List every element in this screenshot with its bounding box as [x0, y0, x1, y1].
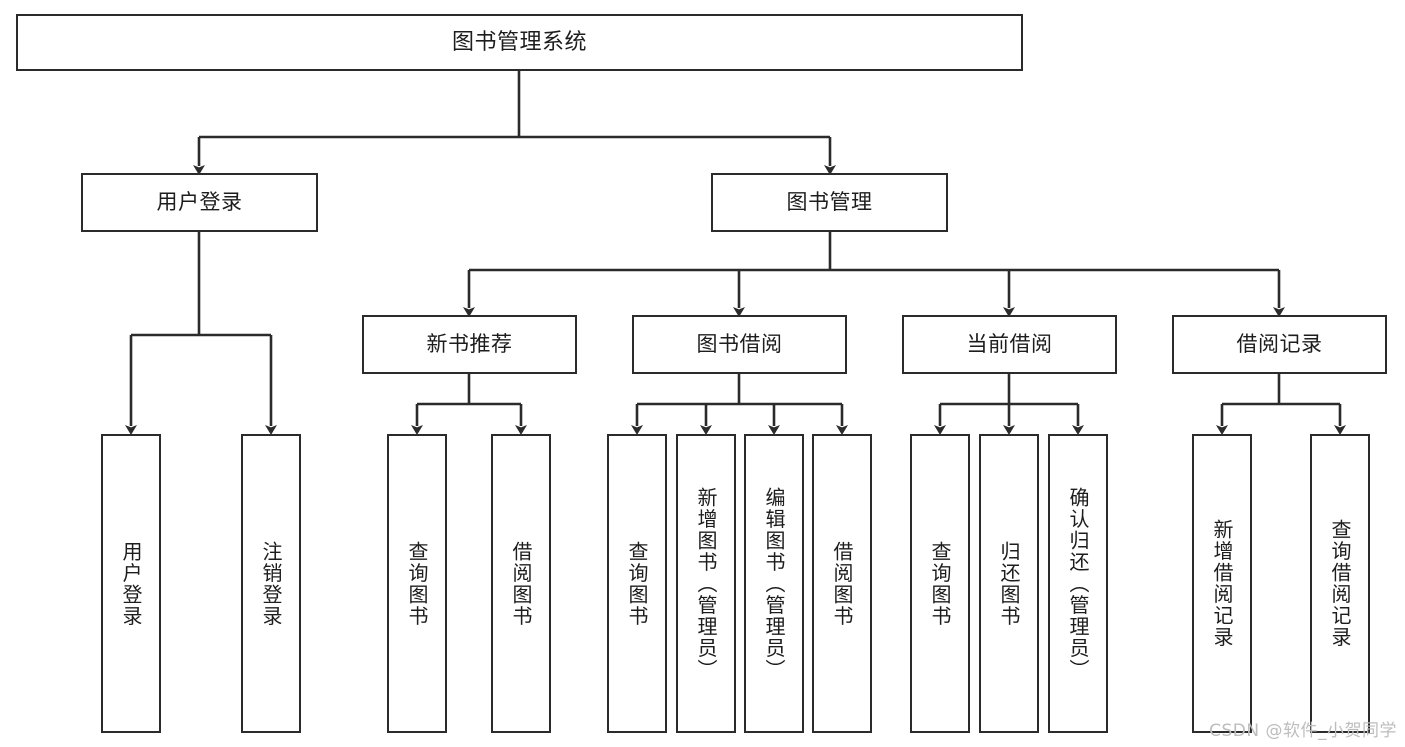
node-label: 查询图书 — [625, 540, 649, 627]
node-user-login[interactable]: 用户登录 — [81, 173, 318, 232]
node-label: 借阅记录 — [1236, 332, 1323, 357]
leaf-query-book-1[interactable]: 查询图书 — [387, 434, 447, 733]
node-label: 新增借阅记录 — [1210, 519, 1234, 648]
node-label: 查询图书 — [405, 540, 429, 627]
leaf-user-logout[interactable]: 注销登录 — [241, 434, 301, 733]
node-label: 新增图书（管理员） — [694, 486, 718, 681]
leaf-query-book-3[interactable]: 查询图书 — [910, 434, 970, 733]
node-label: 图书借阅 — [696, 332, 783, 357]
leaf-add-book[interactable]: 新增图书（管理员） — [676, 434, 736, 733]
node-new-book-recommend[interactable]: 新书推荐 — [362, 315, 577, 374]
leaf-add-record[interactable]: 新增借阅记录 — [1192, 434, 1252, 733]
leaf-confirm-return[interactable]: 确认归还（管理员） — [1048, 434, 1108, 733]
leaf-query-book-2[interactable]: 查询图书 — [607, 434, 667, 733]
node-current-borrow[interactable]: 当前借阅 — [902, 315, 1117, 374]
node-label: 借阅图书 — [509, 540, 533, 627]
node-label: 确认归还（管理员） — [1066, 486, 1090, 681]
node-book-borrow[interactable]: 图书借阅 — [632, 315, 847, 374]
node-label: 查询图书 — [928, 540, 952, 627]
node-label: 归还图书 — [997, 540, 1021, 627]
node-label: 新书推荐 — [426, 332, 513, 357]
node-label: 图书管理 — [786, 190, 873, 215]
node-borrow-record[interactable]: 借阅记录 — [1172, 315, 1387, 374]
leaf-edit-book[interactable]: 编辑图书（管理员） — [744, 434, 804, 733]
leaf-return-book[interactable]: 归还图书 — [979, 434, 1039, 733]
node-label: 当前借阅 — [966, 332, 1053, 357]
node-root[interactable]: 图书管理系统 — [16, 14, 1023, 71]
leaf-borrow-book-1[interactable]: 借阅图书 — [491, 434, 551, 733]
leaf-user-login[interactable]: 用户登录 — [101, 434, 161, 733]
csdn-watermark: CSDN @软件_小贺同学 — [1209, 721, 1397, 741]
node-label: 编辑图书（管理员） — [762, 486, 786, 681]
leaf-query-record[interactable]: 查询借阅记录 — [1310, 434, 1370, 733]
node-label: 图书管理系统 — [451, 29, 587, 55]
node-label: 用户登录 — [156, 190, 243, 215]
leaf-borrow-book-2[interactable]: 借阅图书 — [812, 434, 872, 733]
node-label: 查询借阅记录 — [1328, 519, 1352, 648]
node-label: 注销登录 — [259, 540, 283, 627]
node-label: 用户登录 — [119, 540, 143, 627]
node-label: 借阅图书 — [830, 540, 854, 627]
node-book-manage[interactable]: 图书管理 — [711, 173, 948, 232]
